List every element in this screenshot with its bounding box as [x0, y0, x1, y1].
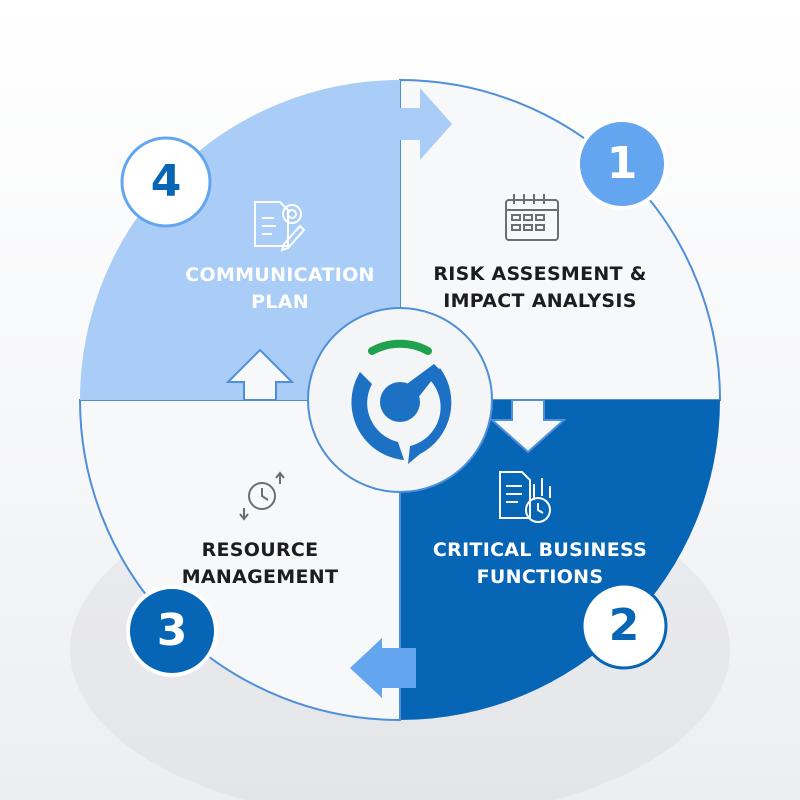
- arrow-3-to-4: [225, 348, 295, 401]
- arrow-4-to-1: [400, 88, 452, 160]
- step-4-number: 4: [150, 156, 182, 207]
- step-2-title: CRITICAL BUSINESS FUNCTIONS: [410, 537, 670, 591]
- step-3-number: 3: [156, 605, 188, 656]
- calendar-icon: [505, 194, 559, 241]
- step-4-title: COMMUNICATION PLAN: [160, 262, 400, 316]
- document-target-pen-icon: [254, 201, 306, 252]
- step-4-title-line1: COMMUNICATION: [185, 264, 375, 286]
- step-1-title: RISK ASSESMENT & IMPACT ANALYSIS: [415, 261, 665, 315]
- step-2-title-line1: CRITICAL BUSINESS: [432, 539, 648, 561]
- step-3-title: RESOURCE MANAGEMENT: [145, 537, 375, 591]
- arrow-1-to-2: [489, 399, 567, 454]
- step-2-badge: [580, 582, 668, 670]
- quadrant-communication-plan: [80, 80, 400, 400]
- step-1-title-line2: IMPACT ANALYSIS: [443, 290, 637, 312]
- document-chart-clock-icon: [499, 471, 551, 523]
- step-3-title-line2: MANAGEMENT: [181, 566, 339, 588]
- step-1-badge: [576, 118, 668, 210]
- step-2-number: 2: [608, 600, 640, 651]
- step-4-title-line2: PLAN: [251, 291, 309, 313]
- step-3-title-line1: RESOURCE: [201, 539, 319, 561]
- step-1-title-line1: RISK ASSESMENT &: [433, 263, 647, 285]
- quadrant-critical-business: [400, 400, 720, 720]
- arrow-2-to-3: [350, 638, 416, 698]
- speedometer-logo-icon: [351, 339, 452, 464]
- clock-cycle-arrows-icon: [239, 471, 285, 521]
- step-4-badge: [120, 136, 212, 228]
- step-3-badge: [126, 585, 218, 677]
- step-2-title-line2: FUNCTIONS: [476, 566, 604, 588]
- step-1-number: 1: [606, 138, 638, 189]
